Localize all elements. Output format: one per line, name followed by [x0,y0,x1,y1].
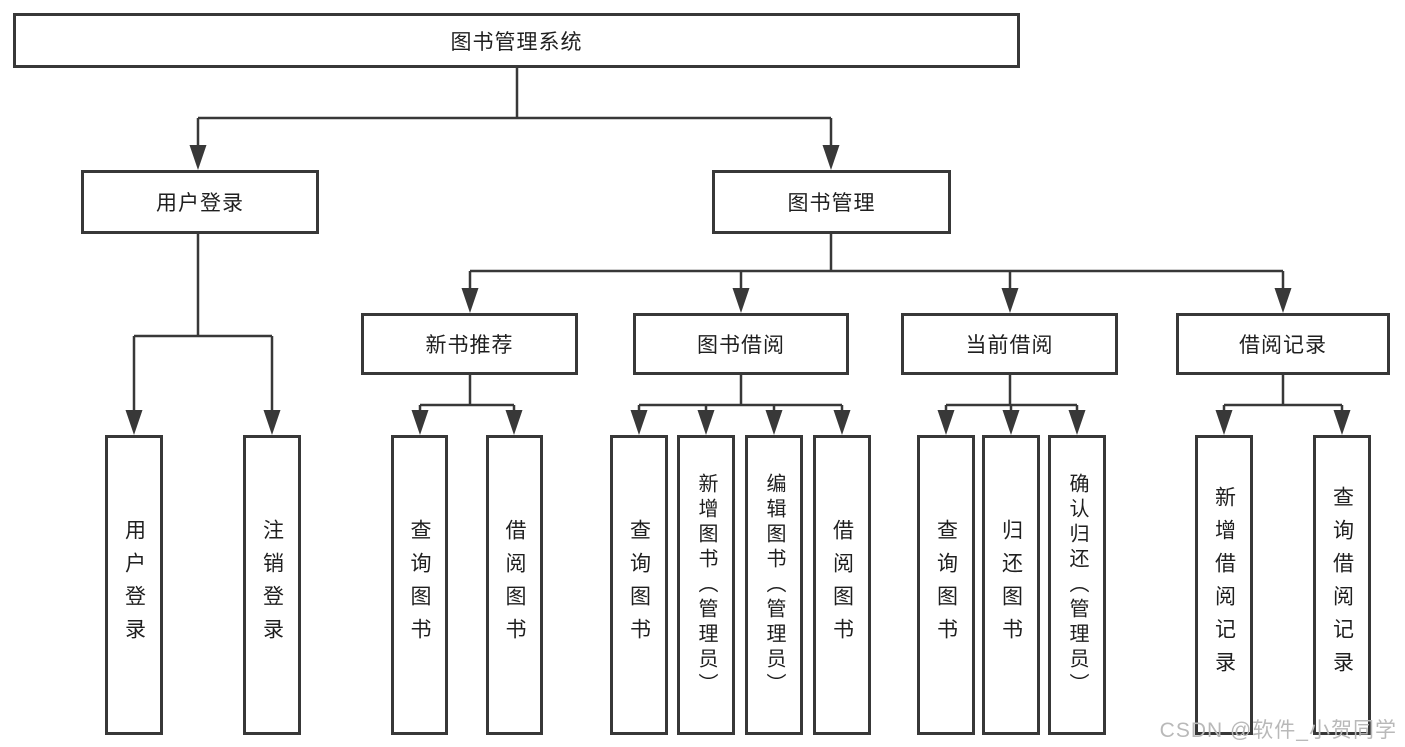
node-root-system: 图书管理系统 [13,13,1020,68]
node-user-login: 用户登录 [81,170,319,234]
leaf-borrow-edit-book-admin-label: 编辑图书（管理员） [763,472,785,698]
leaf-current-return-book: 归还图书 [982,435,1040,735]
node-borrow-record-label: 借阅记录 [1239,334,1327,357]
csdn-watermark: CSDN @软件_小贺同学 [1159,719,1397,742]
node-borrow-record: 借阅记录 [1176,313,1390,375]
leaf-borrow-query-book: 查询图书 [610,435,668,735]
leaf-current-confirm-return-admin-label: 确认归还（管理员） [1066,472,1088,698]
leaf-recommend-borrow-book: 借阅图书 [486,435,543,735]
leaf-user-login-label: 用户登录 [122,519,146,651]
node-new-book-recommend: 新书推荐 [361,313,578,375]
leaf-logout: 注销登录 [243,435,301,735]
leaf-recommend-query-book: 查询图书 [391,435,448,735]
node-new-book-recommend-label: 新书推荐 [425,334,514,357]
connector-arrowheads [125,145,1351,435]
node-current-borrow: 当前借阅 [901,313,1118,375]
leaf-logout-label: 注销登录 [260,519,284,651]
leaf-borrow-borrow-book-label: 借阅图书 [830,519,854,651]
node-root-label: 图书管理系统 [450,30,583,54]
leaf-user-login: 用户登录 [105,435,163,735]
node-user-login-label: 用户登录 [156,192,244,215]
leaf-borrow-add-book-admin: 新增图书（管理员） [677,435,735,735]
node-book-borrow: 图书借阅 [633,313,849,375]
leaf-record-query-borrow-record-label: 查询借阅记录 [1330,486,1354,684]
leaf-record-add-borrow-record: 新增借阅记录 [1195,435,1253,735]
leaf-current-confirm-return-admin: 确认归还（管理员） [1048,435,1106,735]
node-book-management-label: 图书管理 [787,192,876,215]
node-current-borrow-label: 当前借阅 [965,334,1054,357]
leaf-borrow-add-book-admin-label: 新增图书（管理员） [695,472,717,698]
node-book-management: 图书管理 [712,170,951,234]
node-book-borrow-label: 图书借阅 [697,334,785,357]
leaf-current-query-book-label: 查询图书 [934,519,958,651]
leaf-recommend-borrow-book-label: 借阅图书 [503,519,526,651]
leaf-recommend-query-book-label: 查询图书 [408,519,431,651]
connector-stems [132,68,1344,413]
leaf-current-return-book-label: 归还图书 [999,519,1023,651]
leaf-borrow-edit-book-admin: 编辑图书（管理员） [745,435,803,735]
leaf-borrow-borrow-book: 借阅图书 [813,435,871,735]
leaf-borrow-query-book-label: 查询图书 [627,519,651,651]
leaf-record-add-borrow-record-label: 新增借阅记录 [1212,486,1236,684]
leaf-current-query-book: 查询图书 [917,435,975,735]
leaf-record-query-borrow-record: 查询借阅记录 [1313,435,1371,735]
